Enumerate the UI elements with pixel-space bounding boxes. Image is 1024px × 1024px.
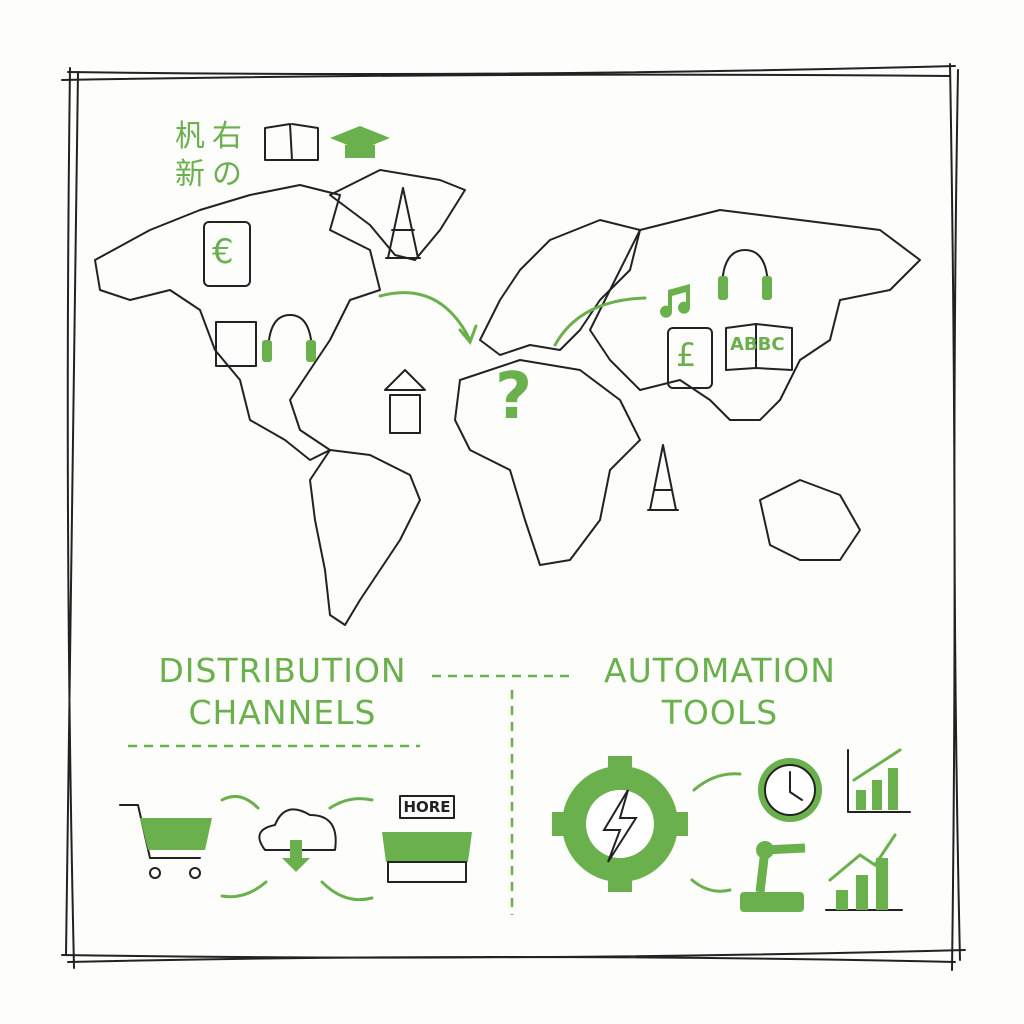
curved-arrow-icon (553, 296, 647, 347)
graduation-cap-icon (330, 126, 390, 158)
south-america (309, 449, 421, 626)
asia (589, 209, 921, 421)
sketch-frame (61, 63, 966, 971)
shopping-cart-icon (119, 804, 212, 879)
heading-line: CHANNELS (188, 693, 377, 732)
store-sign: HORE (403, 798, 451, 816)
storefront-icon (382, 795, 472, 883)
headphones-icon (718, 249, 772, 300)
gear-lightning-icon (552, 756, 688, 892)
arrow-icon (690, 878, 732, 893)
cycle-arrow-icon (320, 880, 374, 902)
heading-line: AUTOMATION (604, 651, 836, 690)
book-text: ABBC (730, 334, 785, 355)
europe (479, 219, 641, 356)
tablet-pound-icon (667, 327, 713, 389)
abc-book-icon (725, 323, 793, 371)
africa (454, 359, 641, 566)
australia (759, 479, 861, 561)
clock-icon (758, 758, 822, 822)
book-icon (215, 321, 257, 367)
question-mark-icon: ? (495, 360, 533, 434)
kanji-label: 新 (175, 157, 205, 192)
heading-line: DISTRIBUTION (158, 651, 407, 690)
kanji-label: 右 (212, 119, 242, 154)
cycle-arrow-icon (220, 794, 260, 810)
pound-symbol: £ (676, 336, 697, 374)
eiffel-tower-icon (647, 444, 679, 511)
growth-chart-icon (825, 833, 903, 911)
pagoda-icon (384, 369, 426, 434)
greenland (329, 169, 466, 261)
robot-arm-icon (740, 841, 806, 912)
eiffel-tower-icon (385, 187, 421, 259)
kanji-label: 杋 (175, 119, 205, 154)
north-america (94, 184, 381, 461)
music-note-icon (660, 284, 690, 318)
kanji-label: の (212, 157, 242, 192)
headphones-icon (262, 314, 316, 362)
cycle-arrow-icon (220, 880, 268, 899)
cycle-arrow-icon (328, 797, 374, 810)
arrow-icon (692, 772, 742, 792)
distribution-channels-heading: DISTRIBUTION CHANNELS (150, 650, 415, 734)
open-book-icon (264, 123, 319, 161)
cloud-download-icon (258, 808, 337, 872)
curved-arrow-icon (378, 291, 478, 345)
bar-chart-icon (847, 748, 911, 813)
tablet-euro-icon (203, 221, 251, 287)
world-map (94, 169, 921, 626)
automation-tools-heading: AUTOMATION TOOLS (595, 650, 845, 734)
euro-symbol: € (212, 232, 234, 272)
heading-line: TOOLS (661, 693, 779, 732)
